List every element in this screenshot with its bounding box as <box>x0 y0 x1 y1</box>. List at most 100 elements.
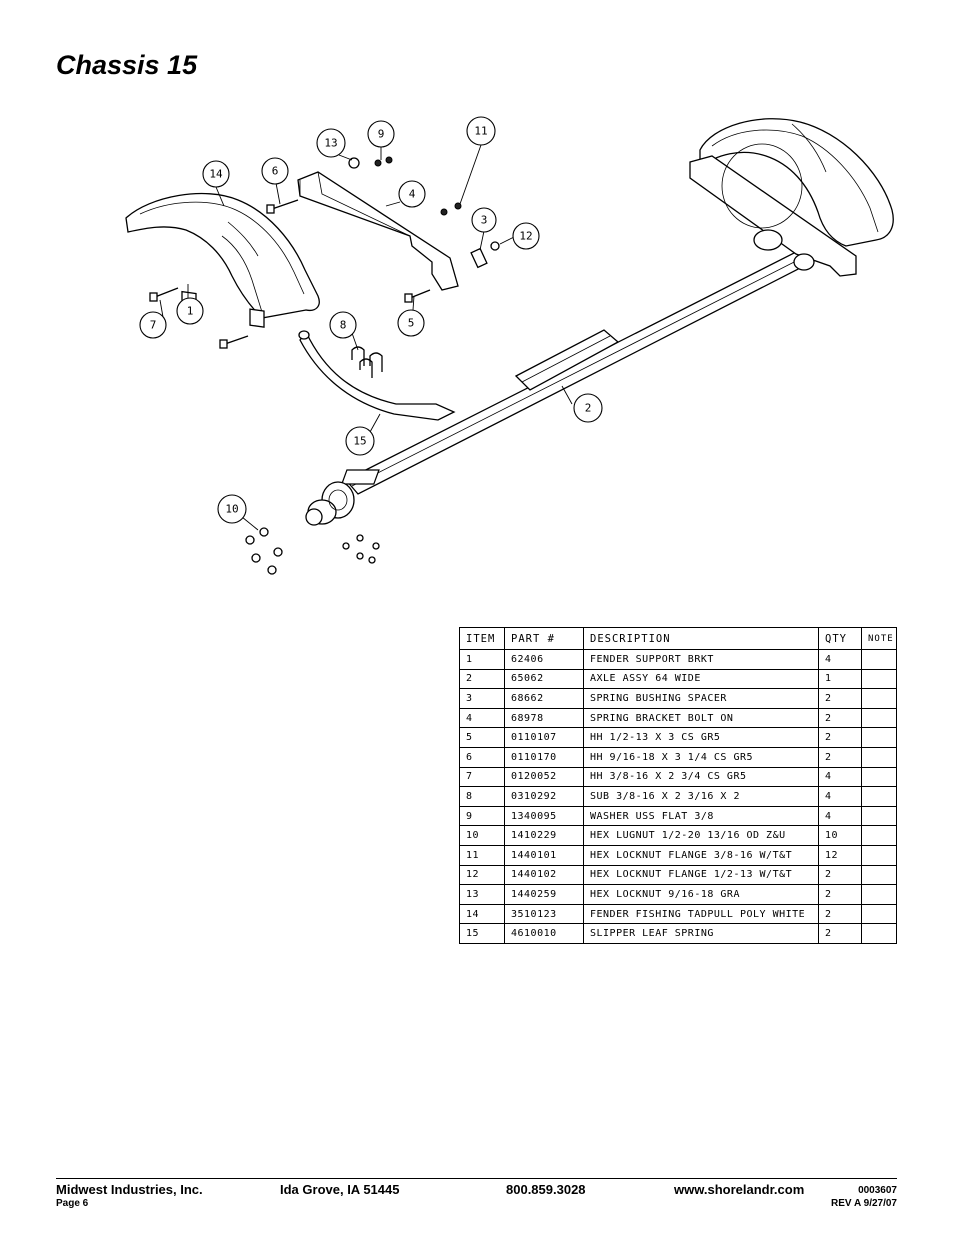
left-fender-drawing <box>125 192 320 319</box>
cell-part: 68978 <box>504 707 584 729</box>
cell-note <box>861 923 897 944</box>
callout-3: 3 <box>471 207 497 233</box>
cell-qty: 1 <box>818 668 862 690</box>
cell-part: 62406 <box>504 649 584 670</box>
cell-desc: HEX LUGNUT 1/2-20 13/16 OD Z&U <box>583 825 819 846</box>
footer-website: www.shorelandr.com <box>674 1182 805 1197</box>
cell-item: 10 <box>459 825 505 846</box>
cell-note <box>861 688 897 709</box>
lug-nuts <box>245 527 380 575</box>
header-qty: QTY <box>818 627 862 650</box>
svg-text:15: 15 <box>353 435 366 448</box>
cell-desc: SUB 3/8-16 X 2 3/16 X 2 <box>583 786 819 807</box>
hardware-nuts <box>348 156 500 251</box>
cell-note <box>861 884 897 905</box>
callout-15: 15 <box>345 426 375 456</box>
cell-part: 0110170 <box>504 746 584 768</box>
callout-2: 2 <box>573 393 603 423</box>
cell-part: 0310292 <box>504 786 584 807</box>
svg-text:5: 5 <box>408 317 415 330</box>
cell-part: 0110107 <box>504 727 584 748</box>
svg-text:13: 13 <box>324 137 337 150</box>
cell-note <box>861 766 897 788</box>
footer-phone: 800.859.3028 <box>506 1182 586 1197</box>
cell-part: 4610010 <box>504 923 584 944</box>
cell-part: 1440102 <box>504 864 584 886</box>
cell-qty: 2 <box>818 903 862 925</box>
cell-item: 15 <box>459 923 505 944</box>
cell-qty: 2 <box>818 688 862 709</box>
callout-6: 6 <box>261 157 289 185</box>
cell-item: 9 <box>459 805 505 827</box>
bolts <box>149 199 431 349</box>
callout-10: 10 <box>217 494 247 524</box>
cell-desc: HEX LOCKNUT 9/16-18 GRA <box>583 884 819 905</box>
cell-qty: 12 <box>818 844 862 866</box>
cell-note <box>861 903 897 925</box>
svg-text:3: 3 <box>481 214 488 227</box>
cell-part: 1340095 <box>504 805 584 827</box>
cell-part: 1440101 <box>504 844 584 866</box>
header-description: DESCRIPTION <box>583 627 819 650</box>
cell-item: 5 <box>459 727 505 748</box>
axle-assembly-drawing <box>305 249 814 526</box>
svg-text:6: 6 <box>272 165 279 178</box>
cell-item: 6 <box>459 746 505 768</box>
callout-7: 7 <box>139 311 167 339</box>
callout-14: 14 <box>202 160 230 188</box>
page-footer: Midwest Industries, Inc. Page 6 Ida Grov… <box>56 1178 897 1209</box>
cell-note <box>861 864 897 886</box>
cell-part: 65062 <box>504 668 584 690</box>
cell-qty: 2 <box>818 707 862 729</box>
cell-desc: HEX LOCKNUT FLANGE 1/2-13 W/T&T <box>583 864 819 886</box>
callout-4: 4 <box>398 180 426 208</box>
cell-item: 7 <box>459 766 505 788</box>
cell-note <box>861 727 897 748</box>
cell-item: 4 <box>459 707 505 729</box>
cell-desc: HH 3/8-16 X 2 3/4 CS GR5 <box>583 766 819 788</box>
footer-revision: REV A 9/27/07 <box>831 1198 897 1209</box>
cell-desc: SPRING BUSHING SPACER <box>583 688 819 709</box>
callout-5: 5 <box>397 309 425 337</box>
cell-part: 0120052 <box>504 766 584 788</box>
cell-note <box>861 825 897 846</box>
cell-qty: 10 <box>818 825 862 846</box>
cell-item: 14 <box>459 903 505 925</box>
cell-qty: 4 <box>818 649 862 670</box>
callout-1: 1 <box>176 297 204 325</box>
cell-note <box>861 707 897 729</box>
cell-desc: SPRING BRACKET BOLT ON <box>583 707 819 729</box>
cell-qty: 2 <box>818 746 862 768</box>
cell-desc: HH 9/16-18 X 3 1/4 CS GR5 <box>583 746 819 768</box>
footer-city: Ida Grove, IA 51445 <box>280 1182 400 1197</box>
cell-desc: FENDER FISHING TADPULL POLY WHITE <box>583 903 819 925</box>
cell-item: 2 <box>459 668 505 690</box>
cell-qty: 2 <box>818 864 862 886</box>
svg-text:2: 2 <box>585 402 592 415</box>
footer-company: Midwest Industries, Inc. <box>56 1182 203 1197</box>
cell-desc: WASHER USS FLAT 3/8 <box>583 805 819 827</box>
cell-desc: SLIPPER LEAF SPRING <box>583 923 819 944</box>
cell-note <box>861 844 897 866</box>
svg-text:12: 12 <box>519 230 532 243</box>
header-note: NOTE <box>861 627 897 650</box>
cell-item: 13 <box>459 884 505 905</box>
svg-text:14: 14 <box>209 168 223 181</box>
cell-qty: 2 <box>818 727 862 748</box>
spring-bracket-drawing <box>297 171 459 291</box>
svg-text:4: 4 <box>409 188 416 201</box>
cell-item: 8 <box>459 786 505 807</box>
exploded-parts-diagram: 14 6 13 9 11 4 3 12 1 7 5 8 2 15 10 <box>125 116 894 575</box>
cell-desc: HEX LOCKNUT FLANGE 3/8-16 W/T&T <box>583 844 819 866</box>
callout-8: 8 <box>329 311 357 339</box>
